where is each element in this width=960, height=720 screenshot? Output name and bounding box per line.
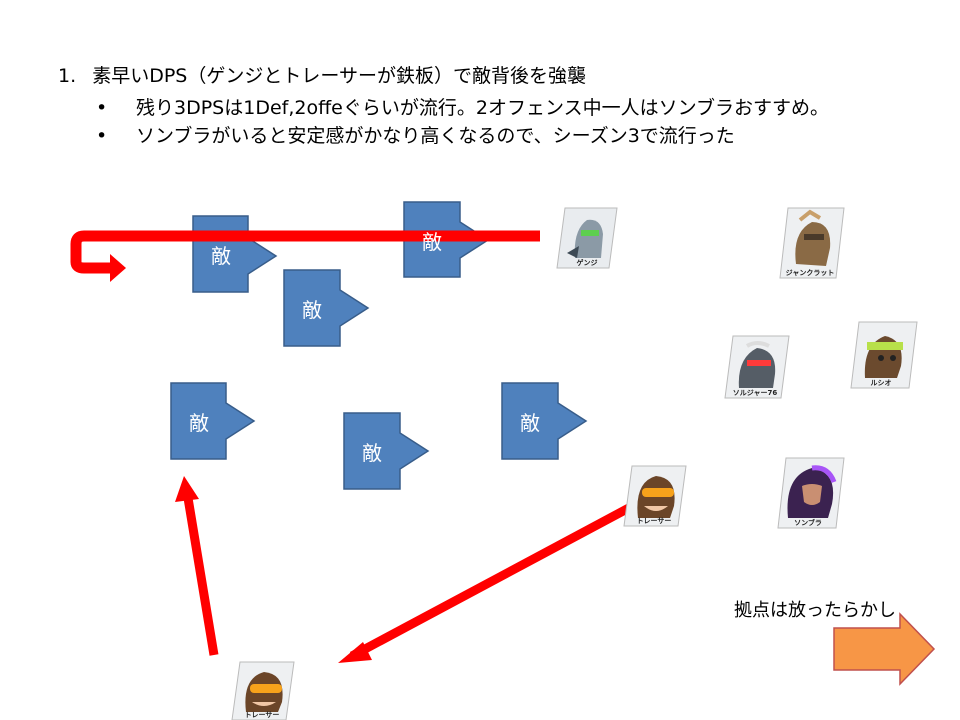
junkrat-portrait-icon: [779, 207, 845, 279]
hero-name: トレーサー: [636, 517, 672, 525]
hero-name: ルシオ: [870, 379, 892, 387]
bullet-item: • 残り3DPSは1Def,2offeぐらいが流行。2オフェンス中一人はソンブラ…: [96, 96, 829, 120]
hero-card-tracer: トレーサー: [623, 465, 687, 527]
sombra-portrait-icon: [777, 457, 845, 529]
enemy-shape: [501, 382, 588, 460]
genji-portrait-icon: [556, 207, 618, 269]
heading-number: 1.: [58, 65, 77, 87]
enemy-shape: [170, 382, 256, 460]
enemy-shape: [283, 269, 370, 347]
enemy-shape: [343, 412, 430, 490]
heading-line: 1. 素早いDPS（ゲンジとトレーサーが鉄板）で敵背後を強襲: [58, 64, 586, 88]
tracer-portrait-icon: [231, 661, 295, 720]
genji-route-arrow: [70, 230, 540, 274]
heading-text: 素早いDPS（ゲンジとトレーサーが鉄板）で敵背後を強襲: [92, 65, 586, 87]
tracer-route-arrowhead: [175, 476, 199, 502]
soldier76-portrait-icon: [724, 335, 790, 399]
bullet-text: ソンブラがいると安定感がかなり高くなるので、シーズン3で流行った: [136, 125, 735, 147]
hero-name: ジャンクラット: [785, 269, 835, 277]
hero-card-sombra: ソンブラ: [777, 457, 845, 529]
tracer-portrait-icon: [623, 465, 687, 527]
hero-card-soldier76: ソルジャー76: [724, 335, 790, 399]
lucio-portrait-icon: [850, 321, 918, 389]
tracer-route-arrow: [183, 497, 219, 656]
bullet-mark: •: [96, 125, 108, 147]
objective-arrow: [833, 612, 936, 686]
bullet-text: 残り3DPSは1Def,2offeぐらいが流行。2オフェンス中一人はソンブラおす…: [136, 97, 830, 119]
tracer-route-arrow: [349, 498, 643, 660]
bullet-mark: •: [96, 97, 108, 119]
hero-name: トレーサー: [244, 711, 280, 719]
hero-card-tracer: トレーサー: [231, 661, 295, 720]
hero-name: ゲンジ: [576, 259, 598, 267]
hero-name: ソルジャー76: [732, 389, 778, 397]
hero-name: ソンブラ: [794, 519, 822, 527]
hero-card-lucio: ルシオ: [850, 321, 918, 389]
genji-route-arrowhead: [110, 254, 126, 282]
objective-note: 拠点は放ったらかし: [734, 600, 896, 621]
hero-card-junkrat: ジャンクラット: [779, 207, 845, 279]
tracer-route-arrowhead: [338, 642, 372, 663]
hero-card-genji: ゲンジ: [556, 207, 618, 269]
bullet-item: • ソンブラがいると安定感がかなり高くなるので、シーズン3で流行った: [96, 124, 735, 148]
